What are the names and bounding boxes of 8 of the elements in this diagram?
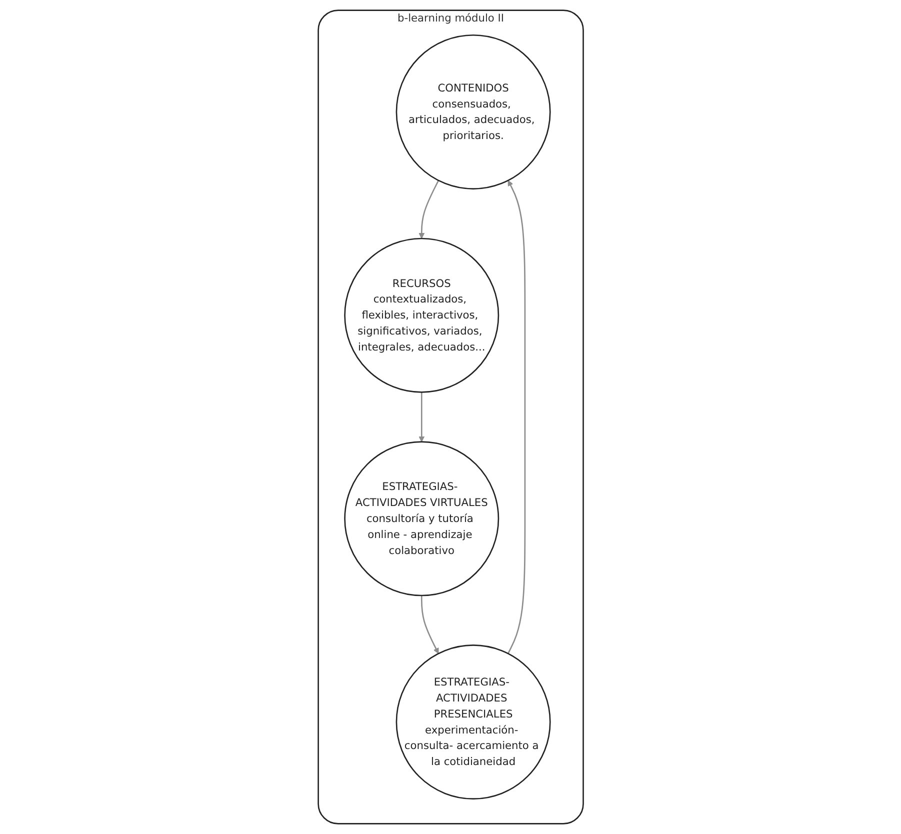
node-circle: RECURSOS contextualizados, flexibles, interactivos, significativos, variados, integrales, adecuados... xyxy=(344,238,499,393)
node-circle: ESTRATEGIAS- ACTIVIDADES PRESENCIALES experimentación- consulta- acercamiento a la cotidianeidad xyxy=(396,644,550,800)
arrow xyxy=(418,180,439,239)
arrow xyxy=(507,180,526,654)
arrow xyxy=(420,596,438,654)
arrow xyxy=(418,392,424,442)
node-circle: CONTENIDOS consensuados, articulados, adecuados, prioritarios. xyxy=(396,34,550,190)
node-circle: ESTRATEGIAS- ACTIVIDADES VIRTUALES consultoría y tutoría online - aprendizaje colaborativo xyxy=(344,441,499,596)
